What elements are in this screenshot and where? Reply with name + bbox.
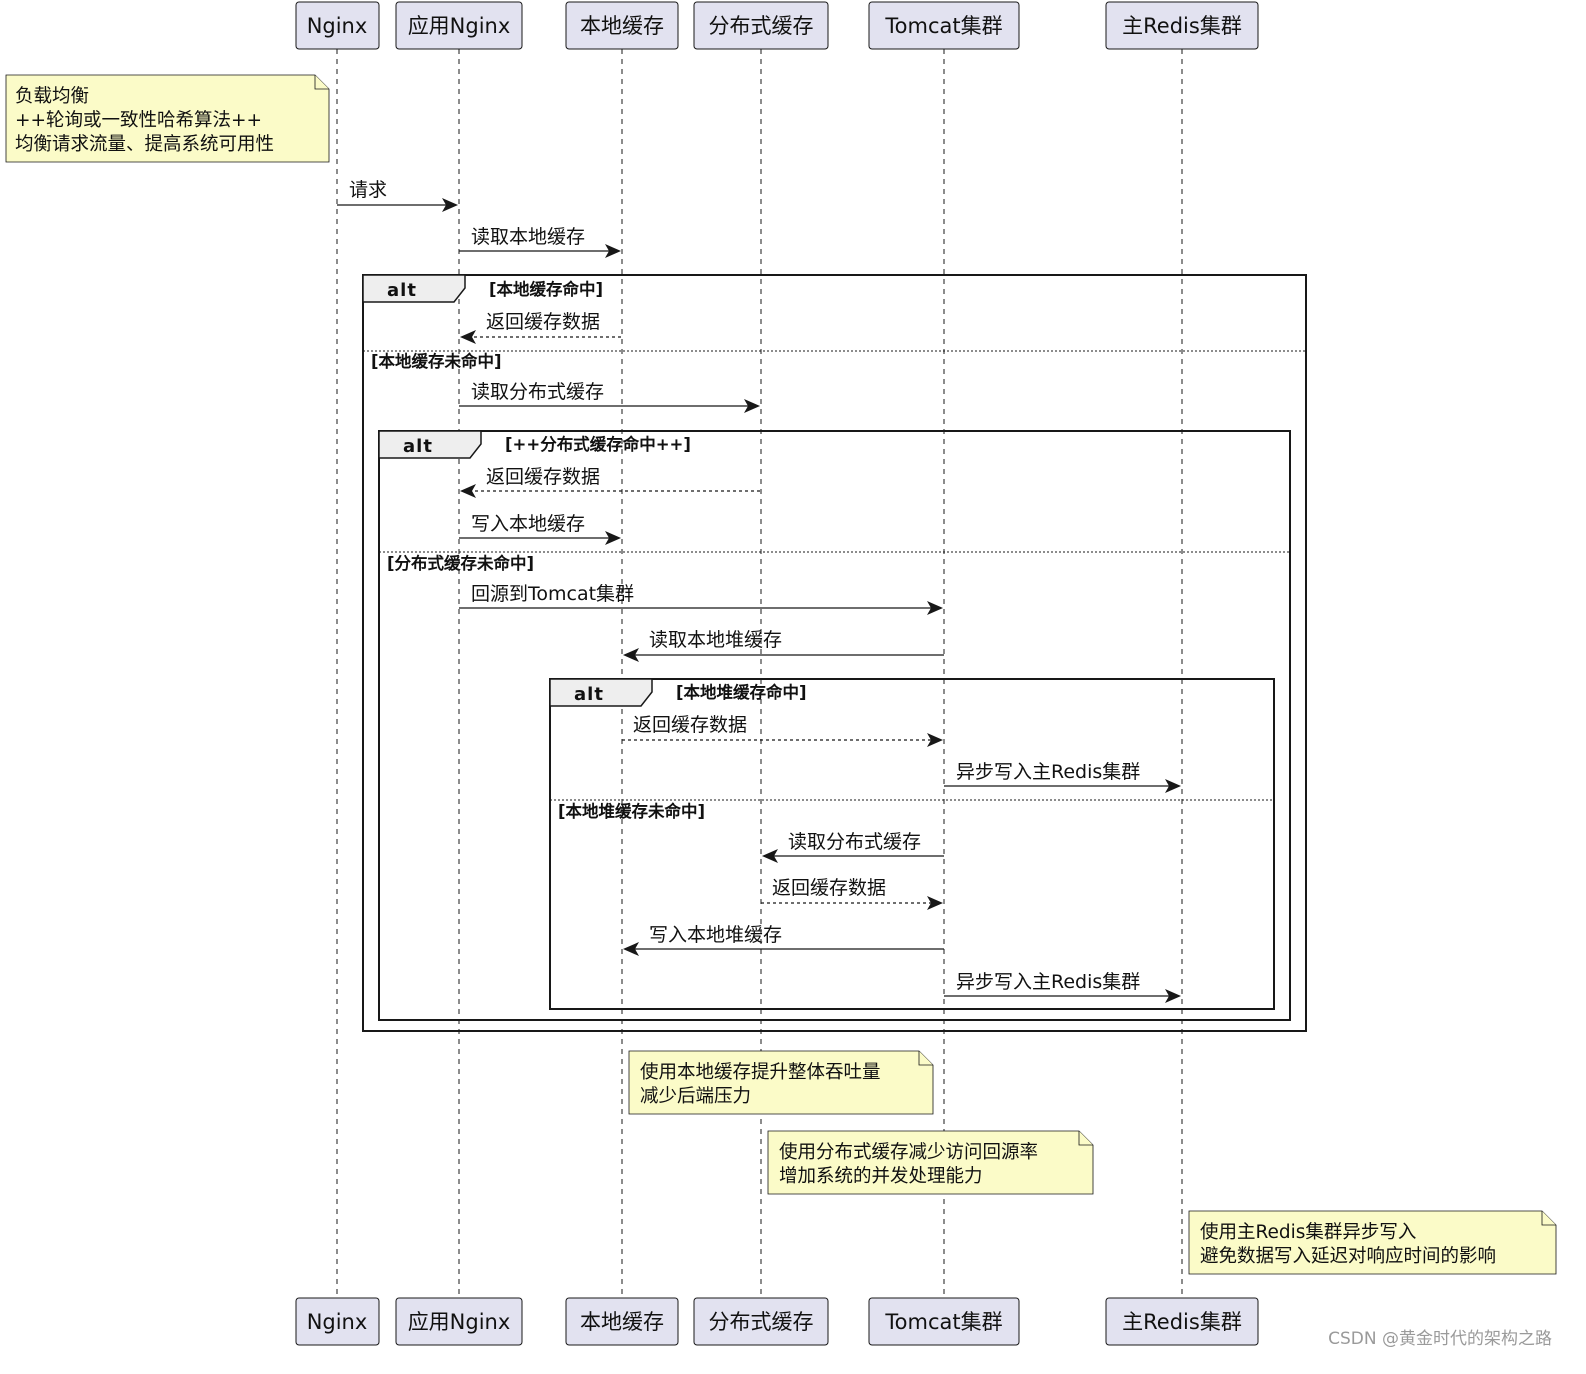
message-return-heap-data: 返回缓存数据 <box>622 714 943 747</box>
message-label: 读取分布式缓存 <box>788 831 921 853</box>
fragment-guard: [本地缓存命中] <box>489 279 603 299</box>
participant-label: 应用Nginx <box>408 1310 511 1334</box>
watermark: CSDN @黄金时代的架构之路 <box>1328 1329 1552 1349</box>
message-label: 异步写入主Redis集群 <box>956 971 1140 993</box>
fragment-else-guard: [本地堆缓存未命中] <box>558 801 705 821</box>
participant-redis-top: 主Redis集群 <box>1105 1 1259 50</box>
fragment-guard: [++分布式缓存命中++] <box>505 434 691 454</box>
message-label: 回源到Tomcat集群 <box>471 583 634 605</box>
message-read-dist-cache: 读取分布式缓存 <box>459 381 760 413</box>
message-label: 写入本地缓存 <box>471 513 585 535</box>
message-async-write-redis-2: 异步写入主Redis集群 <box>944 971 1181 1003</box>
fragment-keyword: alt <box>387 280 417 301</box>
participant-tomcat-top: Tomcat集群 <box>868 1 1020 50</box>
message-return-dist-data: 返回缓存数据 <box>460 466 760 498</box>
note-line: 避免数据写入延迟对响应时间的影响 <box>1200 1246 1496 1267</box>
participant-label: 主Redis集群 <box>1122 1310 1242 1334</box>
message-fallback-tomcat: 回源到Tomcat集群 <box>459 583 943 615</box>
participant-label: 本地缓存 <box>580 1310 664 1334</box>
message-label: 返回缓存数据 <box>772 877 886 899</box>
participant-label: Nginx <box>307 14 368 38</box>
note-load-balance: 负载均衡 ++轮询或一致性哈希算法++ 均衡请求流量、提高系统可用性 <box>5 74 330 163</box>
fragment-guard: [本地堆缓存命中] <box>676 682 807 702</box>
note-line: 负载均衡 <box>15 86 89 107</box>
participant-dist-cache-bottom: 分布式缓存 <box>693 1297 829 1346</box>
message-write-heap-cache: 写入本地堆缓存 <box>623 924 944 956</box>
participant-app-nginx-top: 应用Nginx <box>395 1 523 50</box>
note-redis: 使用主Redis集群异步写入 避免数据写入延迟对响应时间的影响 <box>1188 1210 1557 1275</box>
participant-label: Tomcat集群 <box>884 1310 1002 1334</box>
message-request: 请求 <box>337 179 458 212</box>
message-label: 写入本地堆缓存 <box>649 924 782 946</box>
message-label: 返回缓存数据 <box>633 714 747 736</box>
message-dist-return-tomcat: 返回缓存数据 <box>761 877 943 910</box>
participant-local-cache-bottom: 本地缓存 <box>565 1297 679 1346</box>
participant-label: Tomcat集群 <box>884 14 1002 38</box>
alt-fragment-dist-cache: alt [++分布式缓存命中++] [分布式缓存未命中] <box>378 430 1291 1021</box>
message-return-local-data: 返回缓存数据 <box>460 311 621 344</box>
participant-nginx-top: Nginx <box>295 1 380 50</box>
note-line: 减少后端压力 <box>640 1086 751 1107</box>
note-line: 使用主Redis集群异步写入 <box>1200 1222 1416 1243</box>
participant-dist-cache-top: 分布式缓存 <box>693 1 829 50</box>
note-line: ++轮询或一致性哈希算法++ <box>15 110 262 131</box>
participant-label: 分布式缓存 <box>709 14 814 38</box>
participant-redis-bottom: 主Redis集群 <box>1105 1297 1259 1346</box>
participant-tomcat-bottom: Tomcat集群 <box>868 1297 1020 1346</box>
message-label: 读取分布式缓存 <box>471 381 604 403</box>
alt-fragment-heap-cache: alt [本地堆缓存命中] [本地堆缓存未命中] <box>549 678 1275 1010</box>
participant-label: 应用Nginx <box>408 14 511 38</box>
message-label: 请求 <box>349 179 387 201</box>
participant-label: 本地缓存 <box>580 14 664 38</box>
message-label: 读取本地缓存 <box>471 226 585 248</box>
message-label: 返回缓存数据 <box>486 466 600 488</box>
participant-label: 主Redis集群 <box>1122 14 1242 38</box>
message-label: 异步写入主Redis集群 <box>956 761 1140 783</box>
message-read-local-cache: 读取本地缓存 <box>459 226 621 258</box>
alt-fragment-local-cache: alt [本地缓存命中] [本地缓存未命中] <box>362 274 1307 1032</box>
participant-nginx-bottom: Nginx <box>295 1297 380 1346</box>
message-label: 读取本地堆缓存 <box>649 629 782 651</box>
fragment-else-guard: [分布式缓存未命中] <box>387 553 534 573</box>
participant-label: Nginx <box>307 1310 368 1334</box>
message-label: 返回缓存数据 <box>486 311 600 333</box>
message-async-write-redis-1: 异步写入主Redis集群 <box>944 761 1181 793</box>
participant-label: 分布式缓存 <box>709 1310 814 1334</box>
note-local-cache: 使用本地缓存提升整体吞吐量 减少后端压力 <box>628 1050 934 1115</box>
note-line: 使用本地缓存提升整体吞吐量 <box>640 1062 881 1083</box>
fragment-else-guard: [本地缓存未命中] <box>371 351 502 371</box>
fragment-keyword: alt <box>403 436 433 457</box>
message-read-heap-cache: 读取本地堆缓存 <box>623 629 944 662</box>
note-dist-cache: 使用分布式缓存减少访问回源率 增加系统的并发处理能力 <box>767 1130 1094 1195</box>
fragment-keyword: alt <box>574 684 604 705</box>
note-line: 增加系统的并发处理能力 <box>779 1166 983 1187</box>
participant-local-cache-top: 本地缓存 <box>565 1 679 50</box>
note-line: 均衡请求流量、提高系统可用性 <box>15 134 274 155</box>
message-tomcat-read-dist-cache: 读取分布式缓存 <box>762 831 944 863</box>
message-write-local-cache: 写入本地缓存 <box>459 513 621 545</box>
note-line: 使用分布式缓存减少访问回源率 <box>779 1142 1038 1163</box>
participant-app-nginx-bottom: 应用Nginx <box>395 1297 523 1346</box>
